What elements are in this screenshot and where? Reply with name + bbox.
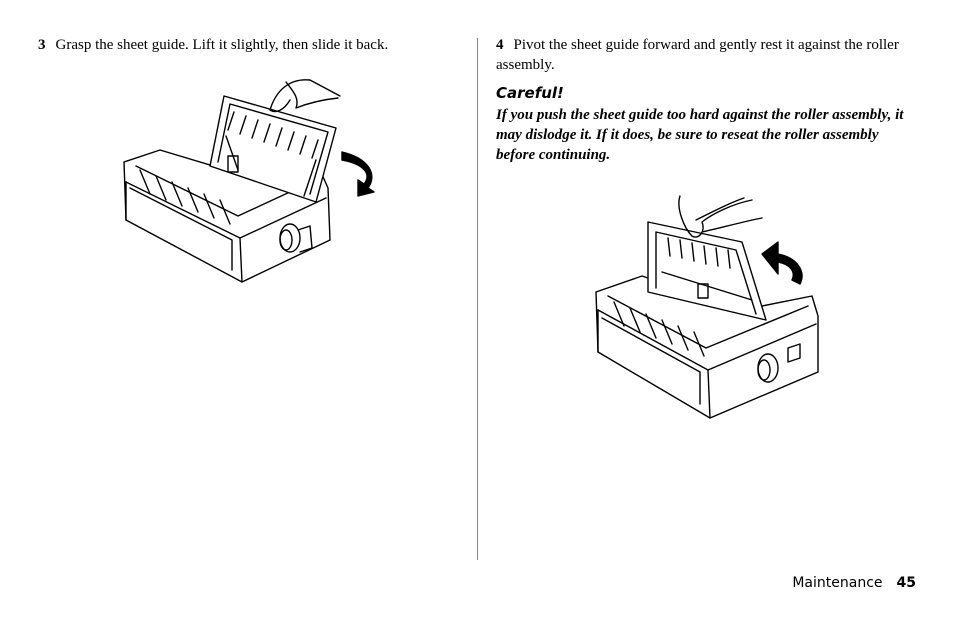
- page-number: 45: [896, 575, 916, 591]
- printer-pivot-illustration: [595, 195, 819, 419]
- page-footer: Maintenance 45: [792, 575, 916, 591]
- careful-heading: Careful!: [496, 84, 564, 102]
- step-number: 4: [496, 37, 504, 53]
- step-text: Pivot the sheet guide forward and gently…: [496, 37, 899, 73]
- step-text: Grasp the sheet guide. Lift it slightly,…: [55, 37, 389, 53]
- step-3: 3 Grasp the sheet guide. Lift it slightly…: [38, 35, 458, 55]
- column-divider: [477, 38, 478, 560]
- printer-lift-illustration: [123, 79, 375, 283]
- step-number: 3: [38, 37, 46, 53]
- section-name: Maintenance: [792, 575, 883, 591]
- careful-note: If you push the sheet guide too hard aga…: [496, 107, 904, 163]
